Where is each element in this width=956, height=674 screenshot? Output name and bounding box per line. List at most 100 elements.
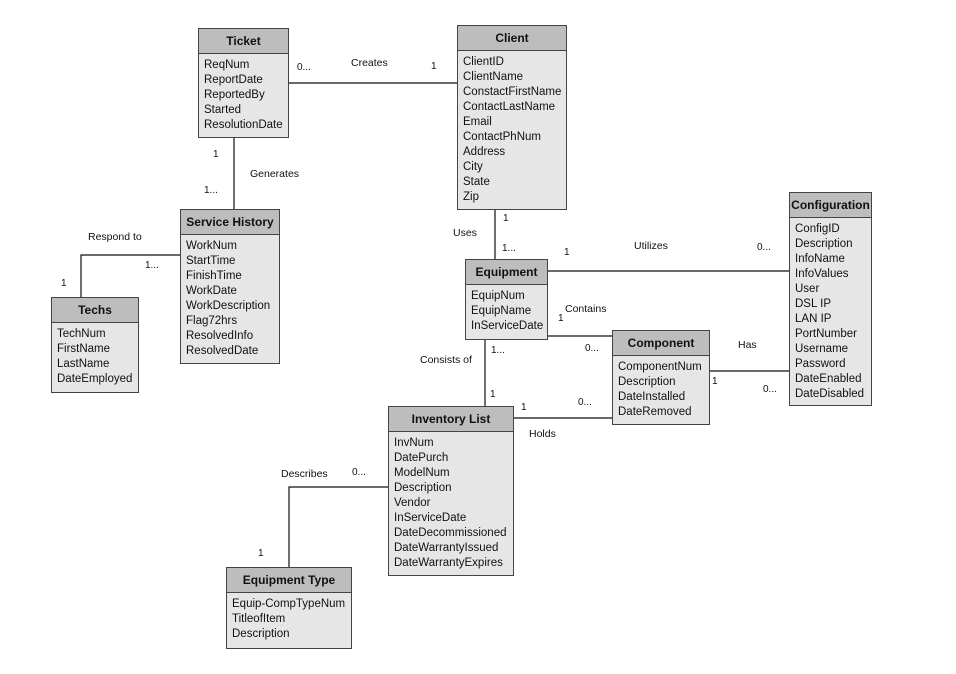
attribute: Equip-CompTypeNum bbox=[232, 598, 346, 610]
entity-title: Inventory List bbox=[389, 407, 513, 432]
attribute: DateWarrantyExpires bbox=[394, 557, 503, 569]
attribute: EquipName bbox=[471, 305, 532, 317]
cardinality-respond-to-techs: 1 bbox=[61, 278, 67, 289]
entity-title: Equipment Type bbox=[227, 568, 351, 593]
cardinality-utilizes-equipment: 1 bbox=[564, 247, 570, 258]
attribute: LAN IP bbox=[795, 313, 832, 325]
cardinality-has-configuration: 0... bbox=[763, 384, 777, 395]
relationship-label-respond-to: Respond to bbox=[88, 231, 142, 243]
relationship-label-utilizes: Utilizes bbox=[634, 240, 668, 252]
attribute: Description bbox=[618, 376, 676, 388]
cardinality-consists-of-inventory-list: 1 bbox=[490, 389, 496, 400]
attribute: DateInstalled bbox=[618, 391, 686, 403]
attribute: InvNum bbox=[394, 437, 434, 449]
attribute: DateEnabled bbox=[795, 373, 862, 385]
entity-techs[interactable]: Techs TechNum FirstName LastName DateEmp… bbox=[51, 297, 139, 393]
entity-configuration[interactable]: Configuration ConfigID Description InfoN… bbox=[789, 192, 872, 406]
entity-title: Service History bbox=[181, 210, 279, 235]
cardinality-holds-inventory-list: 1 bbox=[521, 402, 527, 413]
entity-service-history[interactable]: Service History WorkNum StartTime Finish… bbox=[180, 209, 280, 364]
attribute: DateRemoved bbox=[618, 406, 692, 418]
cardinality-consists-of-equipment: 1... bbox=[491, 345, 505, 356]
attribute: Zip bbox=[463, 191, 479, 203]
attribute: ResolvedDate bbox=[186, 345, 259, 357]
attribute: PortNumber bbox=[795, 328, 857, 340]
relationship-label-consists-of: Consists of bbox=[420, 354, 472, 366]
attribute: ReqNum bbox=[204, 59, 250, 71]
attribute: ContactLastName bbox=[463, 101, 556, 113]
entity-component[interactable]: Component ComponentNum Description DateI… bbox=[612, 330, 710, 425]
cardinality-holds-component: 0... bbox=[578, 397, 592, 408]
entity-title: Configuration bbox=[790, 193, 871, 218]
attribute: Description bbox=[795, 238, 853, 250]
cardinality-uses-equipment: 1... bbox=[502, 243, 516, 254]
cardinality-creates-client: 1 bbox=[431, 61, 437, 72]
attribute: FirstName bbox=[57, 343, 111, 355]
cardinality-describes-inventory-list: 0... bbox=[352, 467, 366, 478]
attribute: LastName bbox=[57, 358, 110, 370]
entity-equipment-type[interactable]: Equipment Type Equip-CompTypeNum Titleof… bbox=[226, 567, 352, 649]
attribute: InServiceDate bbox=[471, 320, 544, 332]
relationship-label-uses: Uses bbox=[453, 227, 477, 239]
attribute: ModelNum bbox=[394, 467, 450, 479]
cardinality-creates-ticket: 0... bbox=[297, 62, 311, 73]
attribute: ReportDate bbox=[204, 74, 263, 86]
relationship-label-has: Has bbox=[738, 339, 757, 351]
attribute: ClientName bbox=[463, 71, 524, 83]
attribute: WorkNum bbox=[186, 240, 237, 252]
attribute: ResolutionDate bbox=[204, 119, 283, 131]
entity-client[interactable]: Client ClientID ClientName ConstactFirst… bbox=[457, 25, 567, 210]
entity-title: Techs bbox=[52, 298, 138, 323]
attribute: Started bbox=[204, 104, 242, 116]
attribute: Email bbox=[463, 116, 492, 128]
entity-equipment[interactable]: Equipment EquipNum EquipName InServiceDa… bbox=[465, 259, 548, 340]
relationship-label-describes: Describes bbox=[281, 468, 328, 480]
cardinality-generates-ticket: 1 bbox=[213, 149, 219, 160]
cardinality-contains-component: 0... bbox=[585, 343, 599, 354]
attribute: DateEmployed bbox=[57, 373, 133, 385]
attribute: Description bbox=[394, 482, 452, 494]
attribute: User bbox=[795, 283, 820, 295]
attribute: TitleofItem bbox=[232, 613, 286, 625]
attribute: ReportedBy bbox=[204, 89, 265, 101]
attribute: DSL IP bbox=[795, 298, 832, 310]
cardinality-utilizes-configuration: 0... bbox=[757, 242, 771, 253]
attribute: State bbox=[463, 176, 490, 188]
entity-title: Component bbox=[613, 331, 709, 356]
attribute: WorkDate bbox=[186, 285, 237, 297]
entity-title: Client bbox=[458, 26, 566, 51]
entity-title: Equipment bbox=[466, 260, 547, 285]
attribute: DatePurch bbox=[394, 452, 449, 464]
relationship-label-creates: Creates bbox=[351, 57, 388, 69]
attribute: ConfigID bbox=[795, 223, 840, 235]
entity-ticket[interactable]: Ticket ReqNum ReportDate ReportedBy Star… bbox=[198, 28, 289, 138]
attribute: InServiceDate bbox=[394, 512, 467, 524]
attribute: Description bbox=[232, 628, 290, 640]
attribute: DateWarrantyIssued bbox=[394, 542, 499, 554]
relationship-label-generates: Generates bbox=[250, 168, 300, 180]
attribute: TechNum bbox=[57, 328, 106, 340]
attribute: FinishTime bbox=[186, 270, 242, 282]
cardinality-uses-client: 1 bbox=[503, 213, 509, 224]
attribute: DateDisabled bbox=[795, 388, 865, 400]
attribute: WorkDescription bbox=[186, 300, 271, 312]
attribute: ConstactFirstName bbox=[463, 86, 562, 98]
relationship-label-holds: Holds bbox=[529, 428, 556, 440]
attribute: DateDecommissioned bbox=[394, 527, 507, 539]
line-respond-to bbox=[80, 254, 181, 297]
entity-inventory-list[interactable]: Inventory List InvNum DatePurch ModelNum… bbox=[388, 406, 514, 576]
attribute: Flag72hrs bbox=[186, 315, 238, 327]
attribute: Address bbox=[463, 146, 506, 158]
cardinality-describes-equipment-type: 1 bbox=[258, 548, 264, 559]
cardinality-generates-service-history: 1... bbox=[204, 185, 218, 196]
attribute: InfoName bbox=[795, 253, 845, 265]
attribute: ClientID bbox=[463, 56, 504, 68]
attribute: Vendor bbox=[394, 497, 431, 509]
attribute: ResolvedInfo bbox=[186, 330, 254, 342]
cardinality-has-component: 1 bbox=[712, 376, 718, 387]
attribute: EquipNum bbox=[471, 290, 525, 302]
attribute: ComponentNum bbox=[618, 361, 702, 373]
cardinality-respond-to-service-history: 1... bbox=[145, 260, 159, 271]
